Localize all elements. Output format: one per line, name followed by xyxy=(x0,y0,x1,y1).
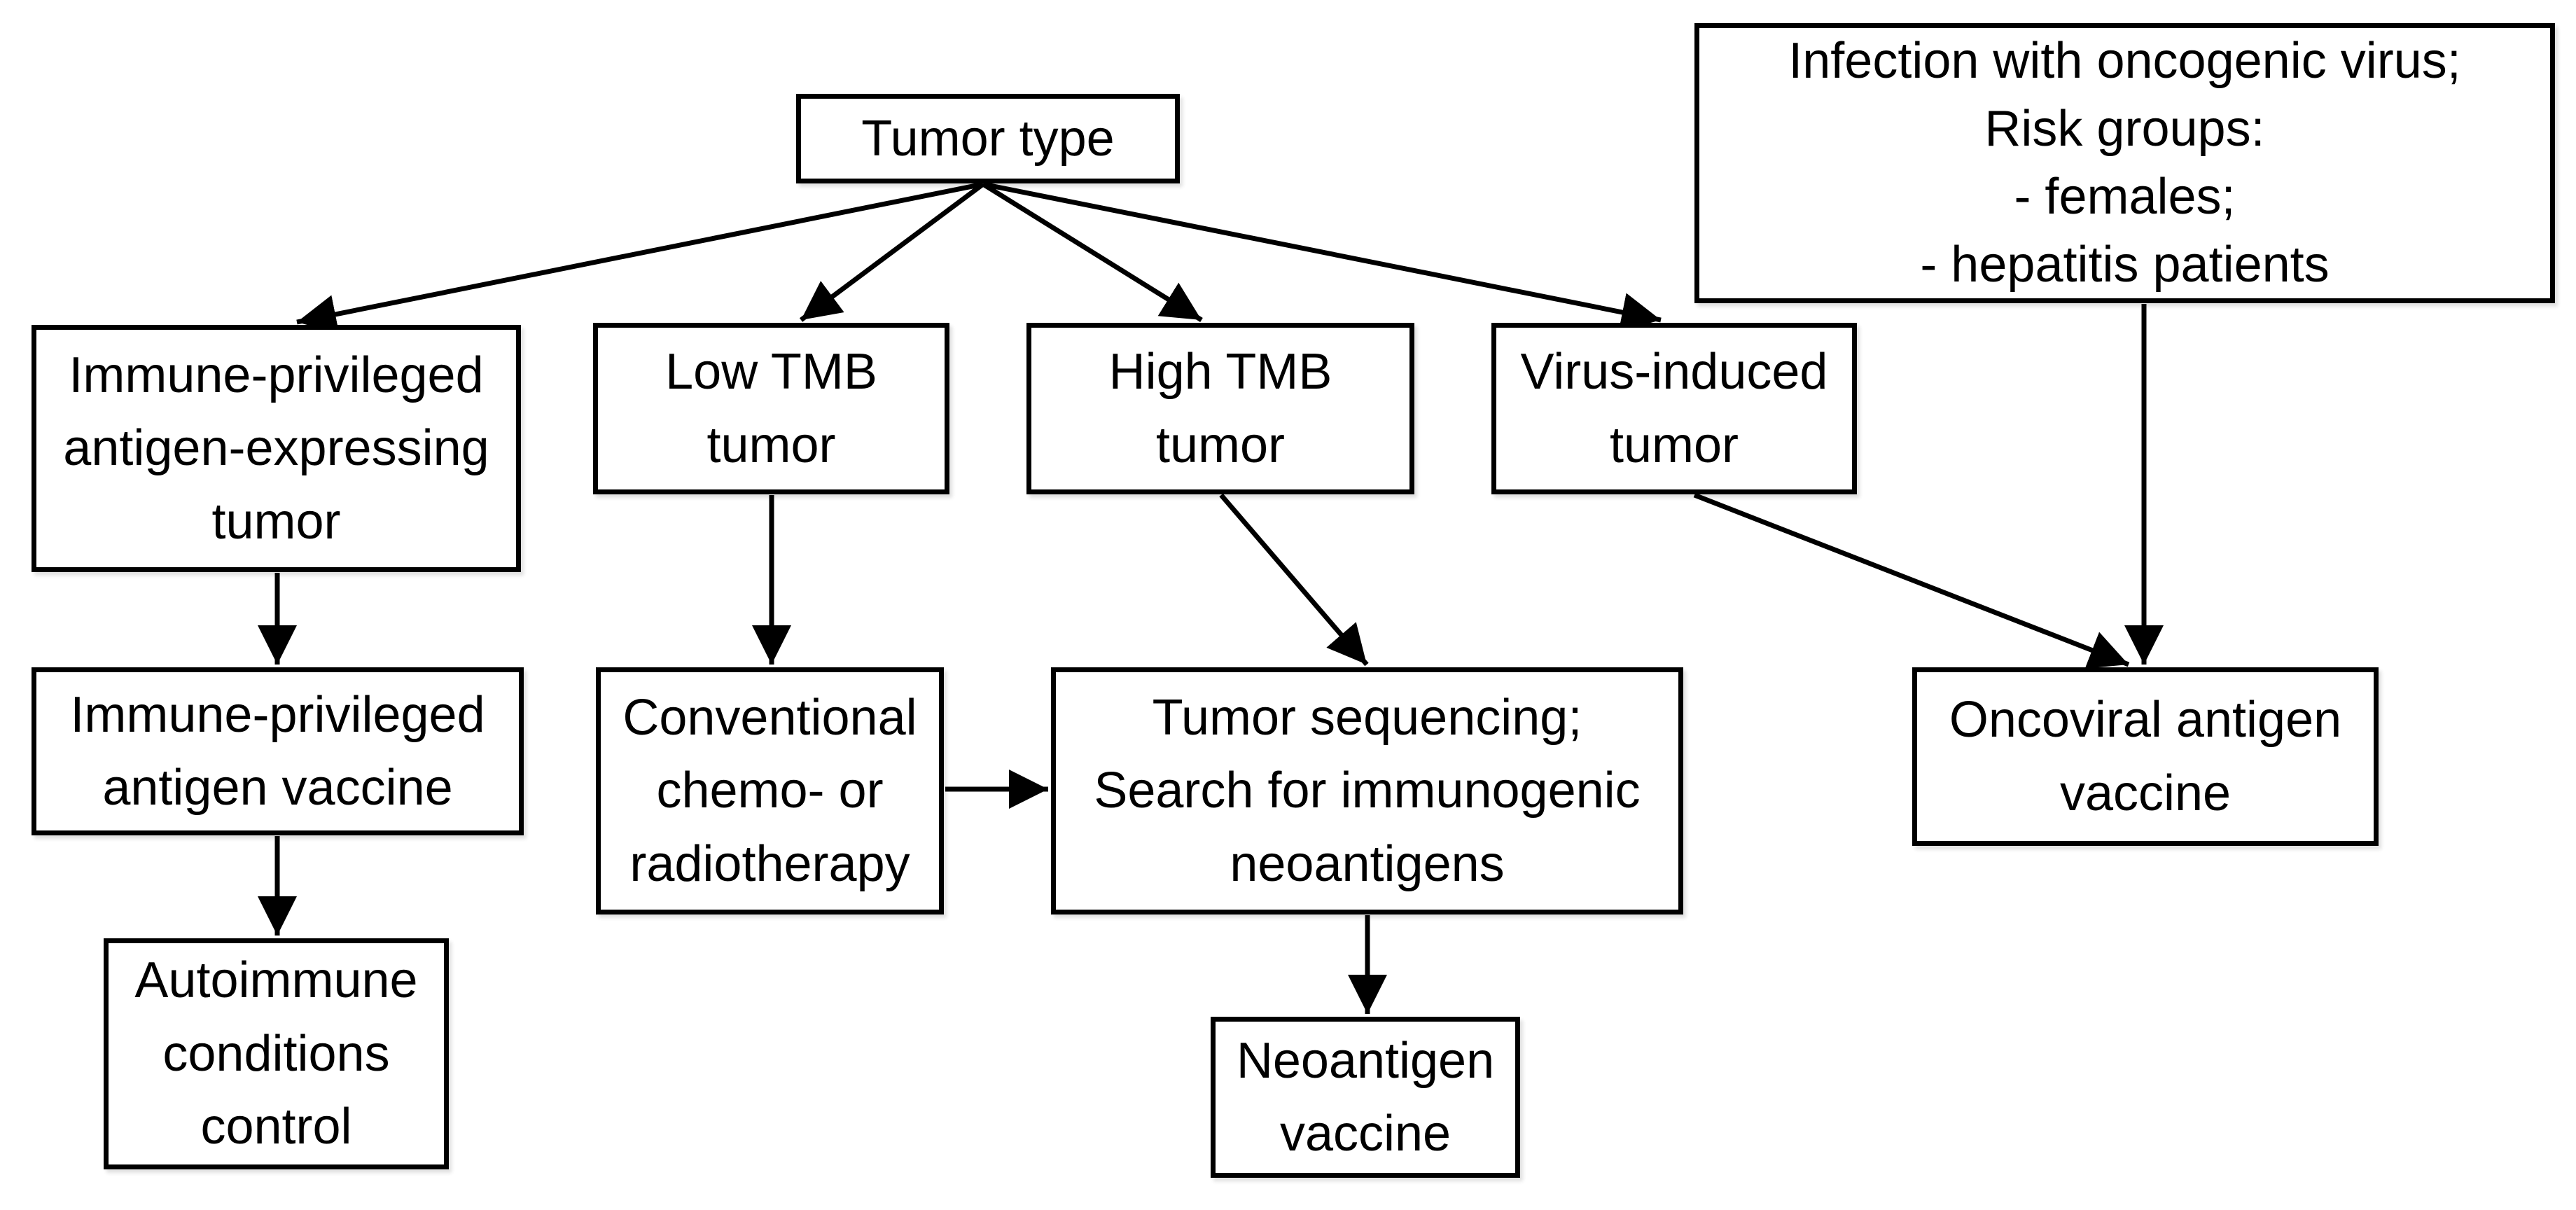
node-neoantigen-vaccine: Neoantigen vaccine xyxy=(1211,1017,1520,1178)
arrow-tumor-type-to-virus-induced-tumor xyxy=(982,181,1662,332)
node-conventional-therapy-label: Conventional chemo- or radiotherapy xyxy=(622,689,917,892)
node-low-tmb-tumor: Low TMB tumor xyxy=(593,323,949,494)
node-immune-privileged-tumor: Immune-privileged antigen-expressing tum… xyxy=(32,325,521,572)
node-autoimmune-control: Autoimmune conditions control xyxy=(104,938,449,1169)
node-infection-risk-groups: Infection with oncogenic virus; Risk gro… xyxy=(1694,23,2555,303)
node-oncoviral-vaccine-label: Oncoviral antigen vaccine xyxy=(1949,692,2342,821)
node-neoantigen-vaccine-label: Neoantigen vaccine xyxy=(1236,1032,1495,1162)
node-virus-induced-tumor: Virus-induced tumor xyxy=(1491,323,1857,494)
arrow-tumor-type-to-immune-privileged-tumor xyxy=(296,181,984,334)
arrow-virus-induced-to-oncoviral-vaccine xyxy=(1693,492,2130,669)
node-tumor-type-label: Tumor type xyxy=(861,110,1115,167)
node-tumor-sequencing-label: Tumor sequencing; Search for immunogenic… xyxy=(1094,689,1641,892)
node-virus-induced-tumor-label: Virus-induced tumor xyxy=(1520,344,1828,473)
arrow-high-tmb-to-tumor-sequencing xyxy=(1219,493,1369,667)
node-infection-risk-groups-label: Infection with oncogenic virus; Risk gro… xyxy=(1788,32,2461,293)
node-immune-privileged-tumor-label: Immune-privileged antigen-expressing tum… xyxy=(63,347,489,550)
node-tumor-type: Tumor type xyxy=(796,94,1180,183)
node-tumor-sequencing: Tumor sequencing; Search for immunogenic… xyxy=(1051,667,1683,915)
node-low-tmb-tumor-label: Low TMB tumor xyxy=(665,344,877,473)
node-high-tmb-tumor-label: High TMB tumor xyxy=(1108,344,1332,473)
arrow-tumor-type-to-low-tmb-tumor xyxy=(799,182,985,322)
node-immune-privileged-vaccine-label: Immune-privileged antigen vaccine xyxy=(70,686,485,816)
node-high-tmb-tumor: High TMB tumor xyxy=(1026,323,1414,494)
node-autoimmune-control-label: Autoimmune conditions control xyxy=(134,952,418,1155)
node-immune-privileged-vaccine: Immune-privileged antigen vaccine xyxy=(32,667,524,835)
node-oncoviral-vaccine: Oncoviral antigen vaccine xyxy=(1912,667,2379,846)
node-conventional-therapy: Conventional chemo- or radiotherapy xyxy=(596,667,944,915)
arrow-tumor-type-to-high-tmb-tumor xyxy=(982,182,1203,322)
